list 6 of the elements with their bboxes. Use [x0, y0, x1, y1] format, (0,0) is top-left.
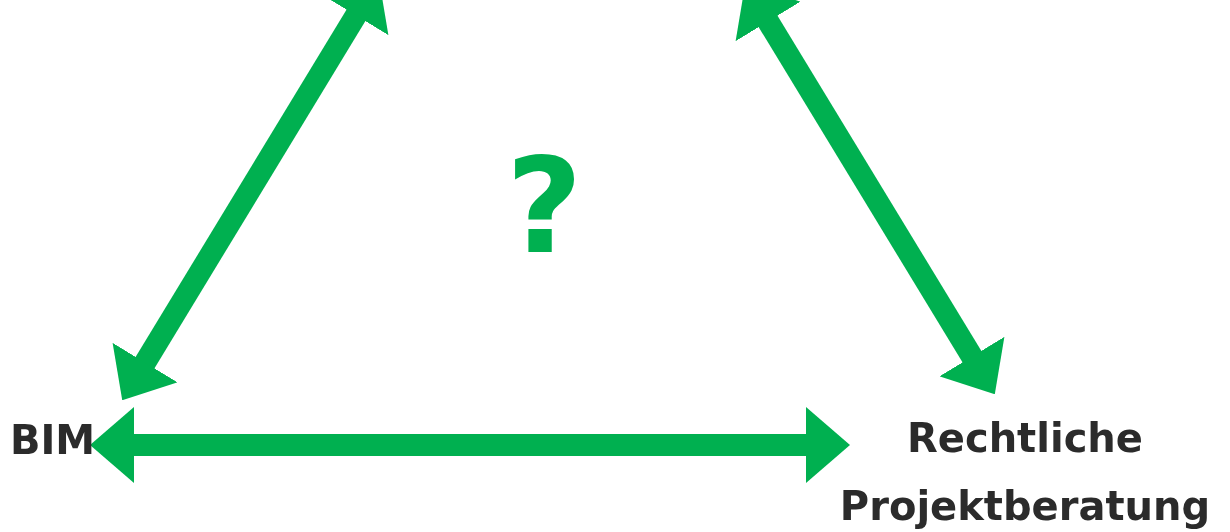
- double-arrow: [90, 407, 850, 483]
- node-label: BIM: [10, 416, 97, 465]
- question-mark: ?: [506, 140, 583, 272]
- double-arrow: [735, 0, 1005, 395]
- double-arrow: [112, 0, 389, 401]
- node-label: Rechtliche Projektberatung: [838, 414, 1212, 531]
